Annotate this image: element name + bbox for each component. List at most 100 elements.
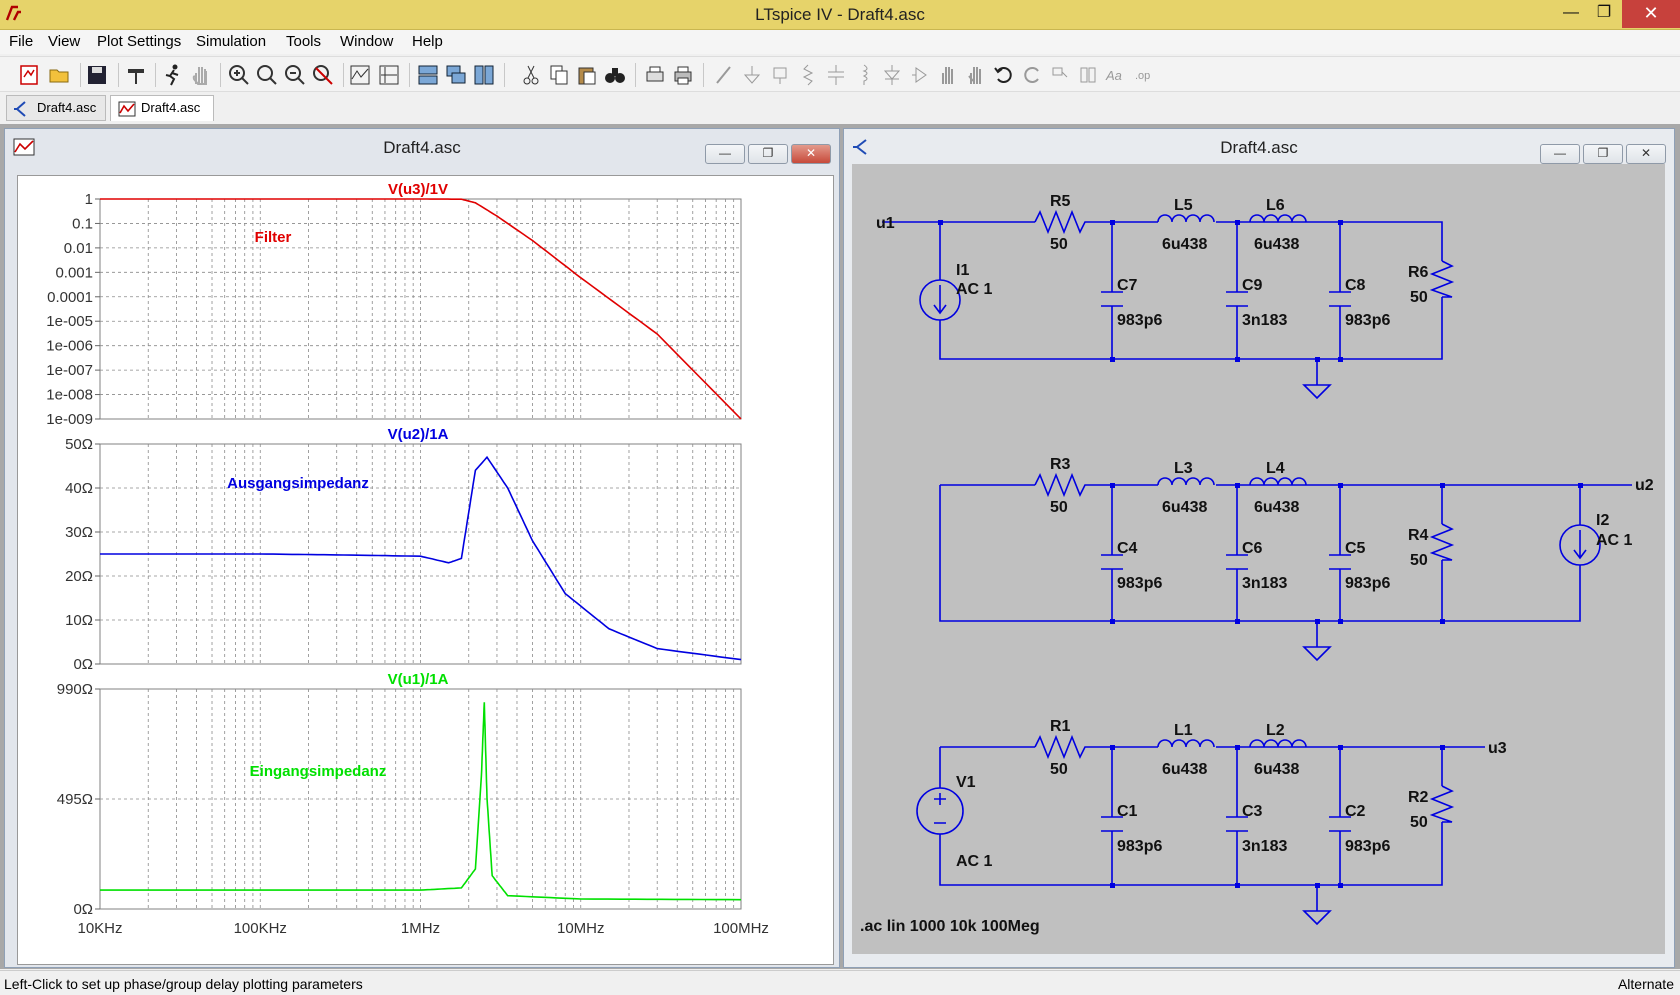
c6-name: C6 [1242,540,1263,557]
menu-tools[interactable]: Tools [286,33,322,50]
l2-name: L2 [1266,722,1285,739]
menu-window[interactable]: Window [340,33,394,50]
paste-icon[interactable] [575,63,599,87]
x-tick-label: 10MHz [557,920,605,937]
c7-value: 983p6 [1117,312,1162,329]
schematic-window-titlebar[interactable]: Draft4.asc — ❐ ✕ [844,129,1674,164]
net-label-u2: u2 [1635,477,1654,494]
trace-title: V(u3)/1V [388,181,448,198]
trace-annotation: Eingangsimpedanz [250,763,387,780]
waveform-minimize-button[interactable]: — [705,144,745,164]
cascade-windows-icon[interactable] [444,63,468,87]
open-folder-icon[interactable] [47,63,71,87]
c3-name: C3 [1242,803,1263,820]
find-binoculars-icon[interactable] [603,63,627,87]
l5-name: L5 [1174,197,1193,214]
toolbar-separator [343,63,344,87]
drag-hand-icon [968,67,981,84]
schematic-icon [14,101,26,117]
y-tick-label: 50Ω [65,436,93,453]
autorange-icon[interactable] [348,63,372,87]
tab-schematic[interactable]: Draft4.asc [6,95,106,121]
tab-waveform-label: Draft4.asc [141,100,201,115]
toolbar-separator [220,63,221,87]
c4-value: 983p6 [1117,575,1162,592]
c2-value: 983p6 [1345,838,1390,855]
run-simulation-icon[interactable] [161,63,185,87]
schematic-canvas[interactable]: u1 u2 u3 R5 50 L5 6u438 L6 6u438 C7 983p… [852,164,1665,954]
new-schematic-icon[interactable] [17,63,41,87]
trace-line [100,455,742,661]
x-tick-label: 1MHz [401,920,440,937]
mirror-icon [1080,67,1096,83]
schematic-minimize-button[interactable]: — [1540,144,1580,164]
title-bar: LTspice IV - Draft4.asc — ❐ ✕ [0,0,1680,30]
schematic-close-button[interactable]: ✕ [1626,144,1666,164]
schematic-labels: u1 u2 u3 R5 50 L5 6u438 L6 6u438 C7 983p… [860,193,1654,935]
r1-name: R1 [1050,718,1071,735]
trace-title: V(u1)/1A [388,671,449,688]
menu-file[interactable]: File [9,33,34,50]
menu-help[interactable]: Help [412,33,443,50]
save-icon[interactable] [85,63,109,87]
halt-hand-icon[interactable] [189,63,213,87]
undo-icon[interactable] [992,63,1016,87]
waveform-close-button[interactable]: ✕ [791,144,831,164]
maximize-button[interactable]: ❐ [1596,4,1612,21]
tab-waveform[interactable]: Draft4.asc [110,95,214,121]
trace-line [100,702,742,901]
menu-plot-settings[interactable]: Plot Settings [97,33,182,50]
text-aa-icon: Aa [1105,68,1122,83]
zoom-in-icon[interactable] [227,63,251,87]
y-tick-label: 30Ω [65,524,93,541]
x-tick-label: 100MHz [713,920,769,937]
tile-vertical-icon[interactable] [472,63,496,87]
manual-limits-icon[interactable] [377,63,401,87]
resistor-icon [802,64,814,86]
minimize-button[interactable]: — [1563,4,1579,21]
l5-value: 6u438 [1162,236,1207,253]
waveform-window-titlebar[interactable]: Draft4.asc — ❐ ✕ [5,129,839,164]
menu-view[interactable]: View [48,33,81,50]
r6-value: 50 [1410,289,1428,306]
menu-simulation[interactable]: Simulation [196,33,267,50]
tile-horizontal-icon[interactable] [416,63,440,87]
l1-name: L1 [1174,722,1193,739]
waveform-icon [118,101,136,117]
app-title: LTspice IV - Draft4.asc [755,5,925,24]
toolbar-separator [409,63,410,87]
print-icon[interactable] [671,63,695,87]
y-tick-label: 1e-006 [46,338,93,355]
waveform-plot[interactable]: 10.10.010.0010.00011e-0051e-0061e-0071e-… [18,176,833,964]
zoom-cancel-icon[interactable] [311,63,335,87]
toolbar-separator [703,63,704,87]
resistor-r2-symbol [1429,785,1455,823]
zoom-fit-icon[interactable] [255,63,279,87]
label-net-icon [773,67,787,84]
waveform-window-icon [13,138,35,156]
schematic-window-icon [853,139,867,155]
schematic-wires [882,221,1632,911]
close-button[interactable]: ✕ [1622,0,1680,28]
y-tick-label: 495Ω [57,791,93,808]
ltspice-app-icon[interactable] [4,4,24,24]
ground-icon [743,66,761,84]
zoom-out-icon[interactable] [283,63,307,87]
v1-name: V1 [956,774,976,791]
copy-icon[interactable] [547,63,571,87]
toolbar-separator [504,63,505,87]
schematic-drawing[interactable]: u1 u2 u3 R5 50 L5 6u438 L6 6u438 C7 983p… [852,164,1665,954]
c6-value: 3n183 [1242,575,1287,592]
c9-name: C9 [1242,277,1263,294]
component-icon [912,67,927,83]
move-hand-icon [942,67,953,84]
waveform-restore-button[interactable]: ❐ [748,144,788,164]
resistor-r6-symbol [1429,260,1455,298]
r1-value: 50 [1050,761,1068,778]
print-preview-icon[interactable] [643,63,667,87]
rotate-icon [1052,67,1068,78]
schematic-restore-button[interactable]: ❐ [1583,144,1623,164]
control-panel-hammer-icon[interactable] [124,63,148,87]
cut-icon[interactable] [519,63,543,87]
